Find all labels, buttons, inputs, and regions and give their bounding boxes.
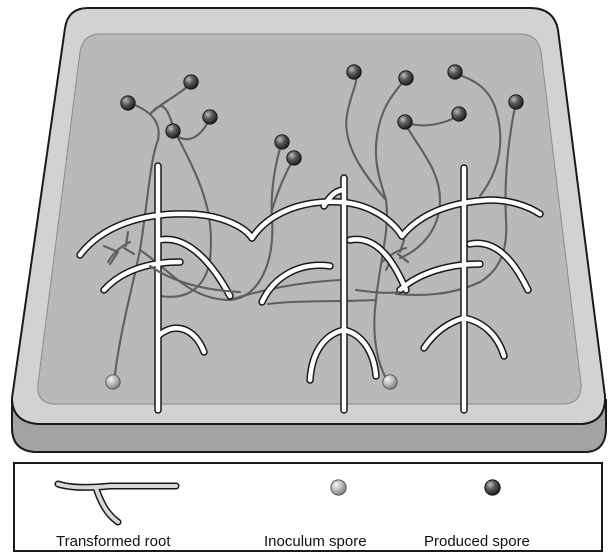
- produced-spore: [448, 65, 462, 79]
- dark-gray-sphere-icon: [485, 480, 500, 495]
- produced-spore: [509, 95, 523, 109]
- legend-label-produced-spore: Produced spore: [424, 533, 530, 550]
- produced-spore: [347, 65, 361, 79]
- produced-spore: [166, 124, 180, 138]
- legend-label-transformed-root: Transformed root: [56, 533, 171, 550]
- culture-plate: [12, 8, 606, 452]
- produced-spore: [184, 75, 198, 89]
- inoculum-spore: [383, 375, 397, 389]
- produced-spore: [121, 96, 135, 110]
- produced-spore: [203, 110, 217, 124]
- inoculum-spore: [106, 375, 120, 389]
- produced-spore: [287, 151, 301, 165]
- produced-spore: [398, 115, 412, 129]
- produced-spore: [452, 107, 466, 121]
- legend-label-inoculum-spore: Inoculum spore: [264, 533, 367, 550]
- produced-spore: [275, 135, 289, 149]
- light-gray-sphere-icon: [331, 480, 346, 495]
- produced-spore: [399, 71, 413, 85]
- legend: Transformed root Inoculum spore Produced…: [14, 463, 602, 551]
